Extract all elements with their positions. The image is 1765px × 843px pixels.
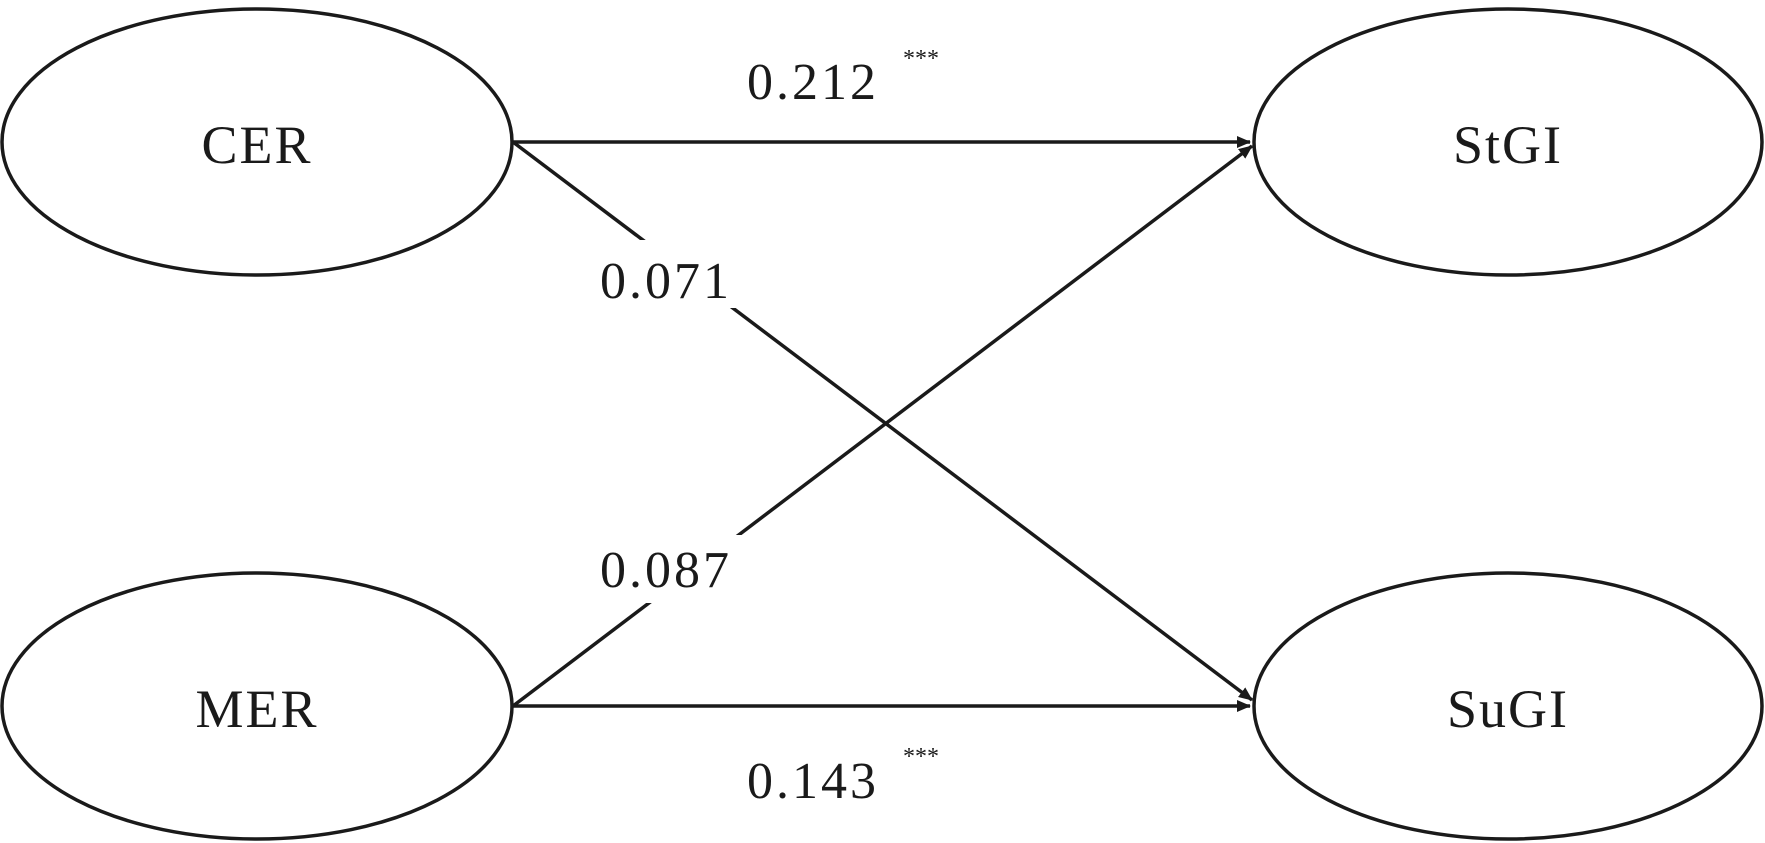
label-bg-mer-stgi xyxy=(592,535,762,603)
node-cer-label: CER xyxy=(201,115,312,175)
node-mer: MER xyxy=(0,571,514,841)
path-cer-to-sugi-arrow xyxy=(511,140,1254,702)
significance-mer-sugi: *** xyxy=(903,744,939,770)
coefficient-cer-stgi: 0.212 xyxy=(747,54,879,111)
node-sugi: SuGI xyxy=(1252,571,1764,841)
node-stgi: StGI xyxy=(1252,7,1764,277)
path-mer-to-stgi-arrow xyxy=(511,144,1254,708)
node-sugi-label: SuGI xyxy=(1447,679,1569,739)
significance-cer-stgi: *** xyxy=(903,46,939,72)
node-stgi-label: StGI xyxy=(1453,115,1563,175)
node-mer-label: MER xyxy=(195,679,318,739)
label-bg-cer-sugi xyxy=(592,240,762,308)
node-cer: CER xyxy=(0,7,514,277)
coefficient-mer-stgi: 0.087 xyxy=(600,542,732,599)
coefficient-mer-sugi: 0.143 xyxy=(747,753,879,810)
coefficient-cer-sugi: 0.071 xyxy=(600,253,732,310)
